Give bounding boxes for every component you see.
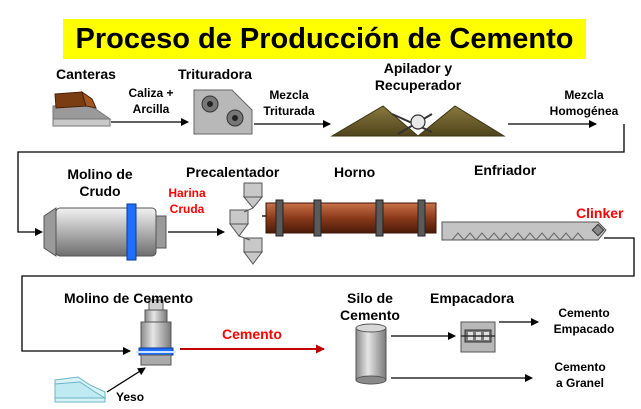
label-molino-cemento: Molino de Cemento <box>64 290 194 306</box>
label-cemento-granel-line1: Cemento <box>554 360 606 374</box>
flow-connector <box>17 124 625 236</box>
label-harina-cruda-line1: Harina <box>168 186 206 200</box>
cooler-icon <box>441 221 607 241</box>
label-molino-crudo-line2: Crudo <box>79 183 121 199</box>
label-apilador-line2: Recuperador <box>374 77 462 93</box>
label-canteras: Canteras <box>56 66 116 82</box>
crusher-icon <box>193 89 253 135</box>
label-cemento-empacado-line2: Empacado <box>553 322 615 336</box>
preheater-icon <box>229 182 268 265</box>
label-caliza-line1: Caliza + <box>128 86 174 100</box>
silo-icon <box>355 323 387 385</box>
label-apilador-line1: Apilador y <box>383 60 453 76</box>
kiln-icon <box>265 199 437 237</box>
diagram-title: Proceso de Producción de Cemento <box>75 23 574 55</box>
label-silo-line1: Silo de <box>347 290 393 306</box>
label-empacadora: Empacadora <box>430 290 515 306</box>
raw-mill-icon <box>43 203 167 261</box>
label-horno: Horno <box>334 164 376 180</box>
flow-arrow <box>106 367 146 393</box>
label-clinker: Clinker <box>576 205 624 221</box>
label-mezcla-homogenea-line2: Homogénea <box>549 104 619 118</box>
flow-connector <box>21 237 635 355</box>
title-highlight <box>63 19 586 59</box>
label-mezcla-triturada-line2: Triturada <box>263 104 315 118</box>
label-cemento-empacado-line1: Cemento <box>558 306 610 320</box>
label-cemento: Cemento <box>222 326 282 342</box>
label-harina-cruda-line2: Cruda <box>169 202 205 216</box>
label-enfriador: Enfriador <box>474 162 537 178</box>
label-mezcla-homogenea-line1: Mezcla <box>564 88 604 102</box>
label-molino-crudo-line1: Molino de <box>67 166 133 182</box>
label-cemento-granel-line2: a Granel <box>555 376 605 390</box>
packer-icon <box>460 321 496 353</box>
label-silo-line2: Cemento <box>340 307 400 323</box>
label-mezcla-triturada-line1: Mezcla <box>269 88 309 102</box>
quarry-icon <box>52 90 112 127</box>
stacker-reclaimer-icon <box>330 105 506 137</box>
label-trituradora: Trituradora <box>178 66 252 82</box>
cement-mill-icon <box>136 299 176 366</box>
gypsum-icon <box>54 376 107 403</box>
label-precalentador: Precalentador <box>186 164 280 180</box>
label-yeso: Yeso <box>116 390 145 404</box>
label-caliza-line2: Arcilla <box>132 102 170 116</box>
